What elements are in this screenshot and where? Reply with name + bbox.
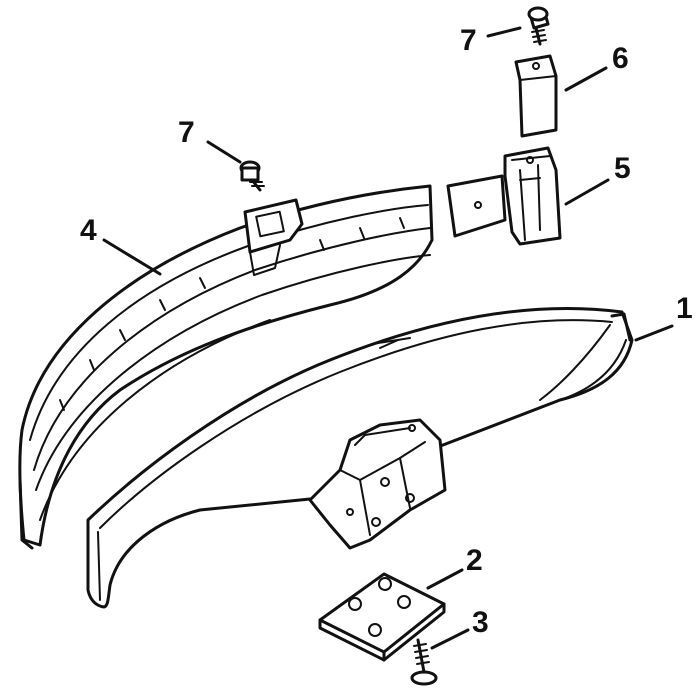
part-3-bolt — [410, 638, 438, 686]
leader-lines — [102, 26, 674, 650]
part-7-screw-left — [239, 160, 265, 192]
callout-7-left: 7 — [178, 116, 195, 149]
callout-4: 4 — [80, 214, 97, 247]
part-2-mounting-plate — [318, 572, 446, 662]
callout-3: 3 — [472, 606, 489, 639]
part-4-curved-strip — [18, 184, 434, 550]
callout-5: 5 — [614, 152, 631, 185]
part-6-clip-plate — [514, 54, 558, 138]
callout-1: 1 — [676, 292, 693, 325]
callout-2: 2 — [466, 544, 483, 577]
part-1-guard-shield — [86, 307, 634, 609]
part-7-screw-top — [527, 6, 550, 46]
callout-7-top: 7 — [460, 24, 477, 57]
part-5-bracket — [446, 146, 562, 246]
callout-labels: 1 2 3 4 5 6 7 7 — [80, 24, 693, 639]
callout-6: 6 — [612, 42, 629, 75]
